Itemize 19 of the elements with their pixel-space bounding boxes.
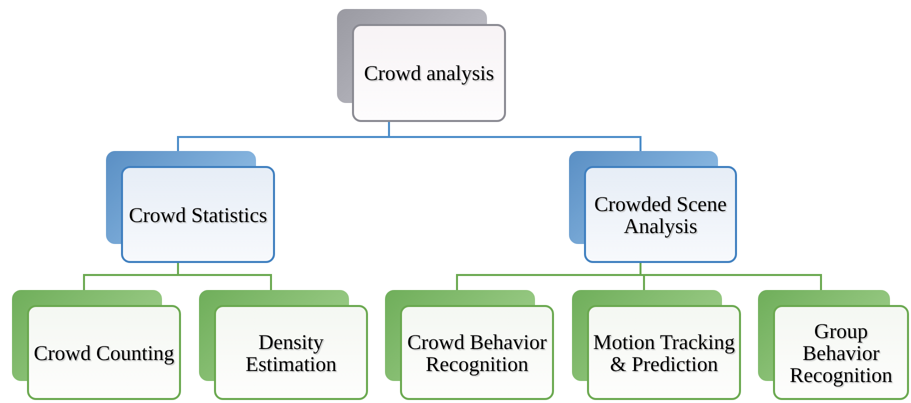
box-label: Crowded Scene Analysis bbox=[593, 192, 728, 236]
box-label: Group Behavior Recognition bbox=[788, 320, 894, 386]
connector-line bbox=[388, 122, 642, 151]
category-box bbox=[584, 166, 737, 263]
box-label: Crowd Behavior Recognition bbox=[406, 330, 548, 374]
box-label: Crowd analysis bbox=[364, 62, 494, 84]
connector-line bbox=[177, 263, 272, 290]
category-box bbox=[352, 24, 506, 122]
category-box bbox=[773, 305, 909, 400]
category-box bbox=[121, 166, 275, 263]
box-label: Density Estimation bbox=[244, 330, 338, 374]
box-label: Motion Tracking & Prediction bbox=[592, 330, 736, 374]
category-box bbox=[214, 305, 368, 400]
connector-line bbox=[640, 263, 822, 290]
category-box bbox=[587, 305, 741, 400]
category-box bbox=[400, 305, 554, 400]
box-label: Crowd Statistics bbox=[128, 204, 268, 226]
box-label: Crowd Counting bbox=[34, 342, 174, 364]
category-box bbox=[27, 305, 181, 400]
